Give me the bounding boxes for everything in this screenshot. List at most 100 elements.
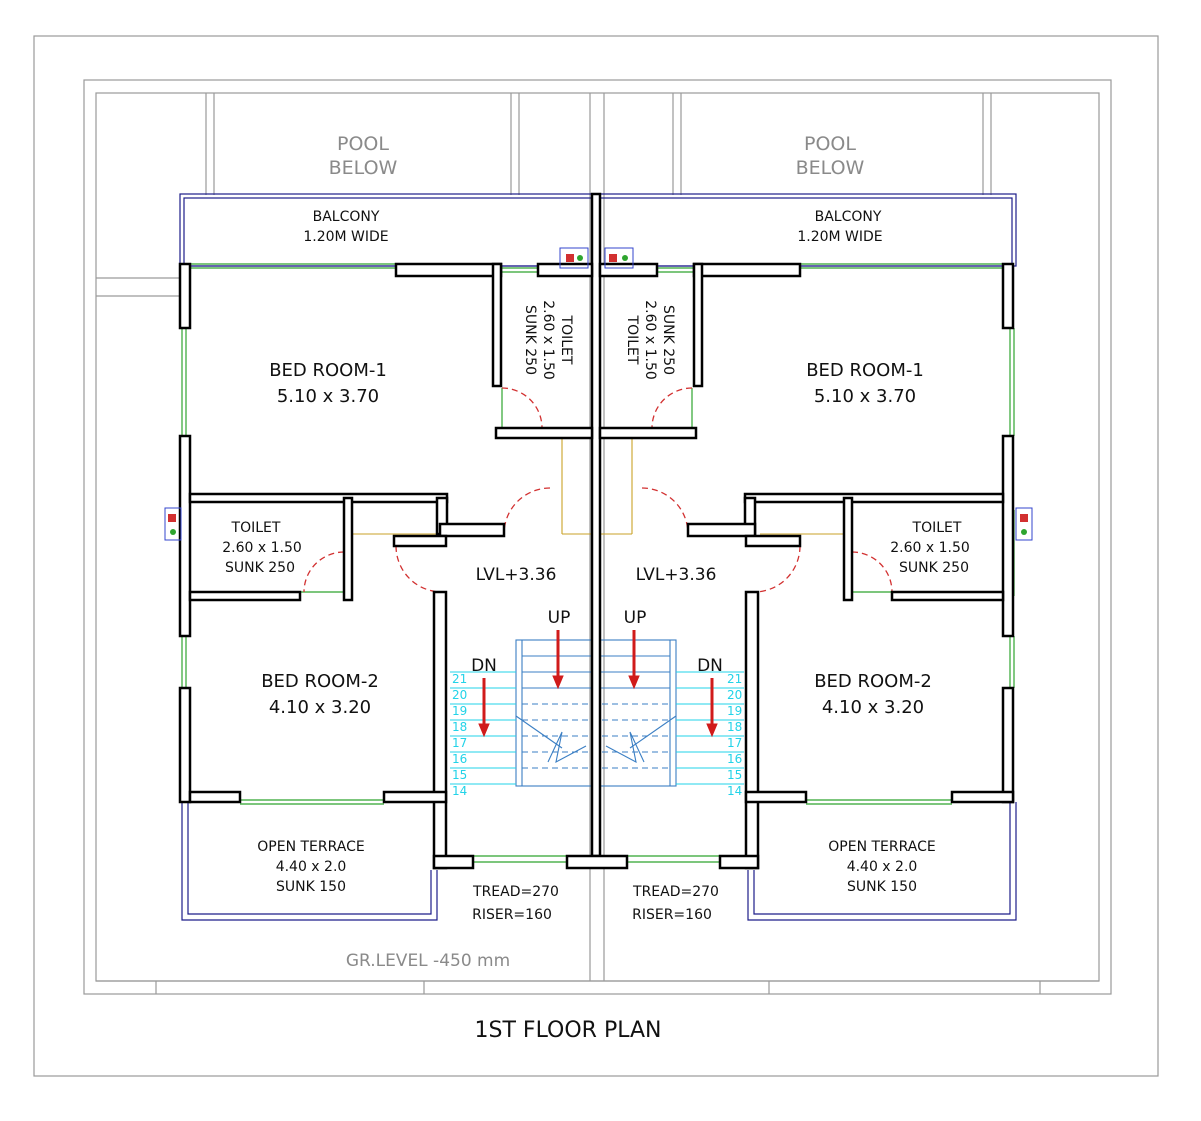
wall-segment: [718, 854, 760, 870]
step-number: 21: [452, 672, 467, 686]
drawing-title: 1ST FLOOR PLAN: [475, 1018, 662, 1043]
stair-arrows: [478, 630, 718, 738]
step-number: 20: [452, 688, 467, 702]
wall-segment: [565, 854, 629, 870]
wall-segment: [178, 434, 192, 638]
plumbing-shafts: [164, 247, 1033, 541]
step-number: 15: [452, 768, 467, 782]
wall-segment: [536, 262, 594, 278]
bedroom1-name: BED ROOM-1: [806, 360, 924, 381]
toilet-top-sunk: SUNK 250: [660, 305, 676, 375]
stair-down-label: DN: [697, 656, 723, 676]
bedroom2-size: 4.10 x 3.20: [822, 697, 924, 718]
step-number: 17: [727, 736, 742, 750]
bedroom2-size: 4.10 x 3.20: [269, 697, 371, 718]
toilet-side-name: TOILET: [231, 520, 281, 536]
wall-segment: [1001, 686, 1015, 804]
wall-segment: [432, 590, 448, 870]
wall-segment: [432, 854, 475, 870]
wall-segment: [188, 590, 302, 602]
pool-text-line1: POOL: [804, 133, 856, 155]
ground-level-label: GR.LEVEL -450 mm: [346, 951, 510, 971]
sheet-frame: [33, 35, 1159, 1077]
toilet-side-size: 2.60 x 1.50: [222, 540, 302, 556]
bedroom1-name: BED ROOM-1: [269, 360, 387, 381]
wall-segment: [491, 262, 503, 388]
pool-label-right: POOL BELOW: [796, 133, 865, 179]
pool-text-line1: POOL: [337, 133, 389, 155]
landing-level: LVL+3.36: [636, 565, 717, 585]
terrace-sunk: SUNK 150: [276, 879, 346, 895]
toilet-side-sunk: SUNK 250: [899, 560, 969, 576]
stair-down-label: DN: [471, 656, 497, 676]
wall-segment: [438, 522, 506, 538]
pool-text-line2: BELOW: [796, 157, 865, 179]
right-unit-labels: BALCONY 1.20M WIDE BED ROOM-1 5.10 x 3.7…: [624, 209, 970, 923]
step-number: 14: [452, 784, 467, 798]
wall-segment: [1001, 434, 1015, 638]
toilet-top-name: TOILET: [558, 315, 574, 365]
riser-label: RISER=160: [472, 907, 552, 923]
wall-segment: [744, 590, 760, 870]
site-boundary: [83, 79, 1112, 995]
wall-segment: [1001, 262, 1015, 330]
terrace-size: 4.40 x 2.0: [847, 859, 918, 875]
terrace-name: OPEN TERRACE: [828, 839, 935, 855]
balcony-label: BALCONY: [815, 209, 882, 225]
toilet-side-sunk: SUNK 250: [225, 560, 295, 576]
door-leaves: [352, 436, 844, 535]
wall-segment: [950, 790, 1015, 804]
terrace-size: 4.40 x 2.0: [276, 859, 347, 875]
right-toilet-top-label: SUNK 250 2.60 x 1.50 TOILET: [624, 300, 676, 380]
stair-treads-cyan: [450, 671, 744, 785]
balcony-label: BALCONY: [313, 209, 380, 225]
step-number: 19: [452, 704, 467, 718]
step-number: 16: [452, 752, 467, 766]
toilet-side-name: TOILET: [912, 520, 962, 536]
wall-segment: [686, 522, 757, 538]
terrace-name: OPEN TERRACE: [257, 839, 364, 855]
wall-segment: [743, 492, 1005, 504]
wall-segment: [692, 262, 704, 388]
wall-segment: [494, 426, 594, 440]
step-number: 21: [727, 672, 742, 686]
wall-segment: [394, 262, 503, 278]
wall-segment: [692, 262, 802, 278]
step-number: 19: [727, 704, 742, 718]
left-unit-labels: BALCONY 1.20M WIDE BED ROOM-1 5.10 x 3.7…: [222, 209, 570, 923]
wall-segment: [598, 262, 659, 278]
riser-label: RISER=160: [632, 907, 712, 923]
bedroom2-name: BED ROOM-2: [261, 671, 379, 692]
balcony-width: 1.20M WIDE: [797, 229, 882, 245]
wall-segment: [598, 426, 698, 440]
terrace-sunk: SUNK 150: [847, 879, 917, 895]
wall-segment: [188, 790, 242, 804]
ground-floor-outline: [96, 93, 1099, 994]
bedroom1-size: 5.10 x 3.70: [814, 386, 916, 407]
wall-segment: [188, 492, 449, 504]
wall-segment: [890, 590, 1005, 602]
wall-segment: [178, 262, 192, 330]
stair-up-label: UP: [624, 608, 647, 628]
pool-label-left: POOL BELOW: [329, 133, 398, 179]
toilet-side-size: 2.60 x 1.50: [890, 540, 970, 556]
wall-segment: [744, 790, 808, 804]
toilet-top-size: 2.60 x 1.50: [642, 300, 658, 380]
toilet-top-sunk: SUNK 250: [522, 305, 538, 375]
walls: [178, 192, 1015, 870]
toilet-top-name: TOILET: [624, 315, 640, 365]
tread-label: TREAD=270: [472, 884, 559, 900]
toilet-top-size: 2.60 x 1.50: [540, 300, 556, 380]
step-number: 18: [727, 720, 742, 734]
step-number: 16: [727, 752, 742, 766]
left-toilet-top-label: TOILET 2.60 x 1.50 SUNK 250: [522, 300, 574, 380]
wall-segment: [392, 534, 448, 548]
step-number: 17: [452, 736, 467, 750]
balcony-width: 1.20M WIDE: [303, 229, 388, 245]
wall-segment: [590, 192, 602, 858]
wall-segment: [842, 496, 854, 602]
step-number: 18: [452, 720, 467, 734]
wall-segment: [382, 790, 448, 804]
